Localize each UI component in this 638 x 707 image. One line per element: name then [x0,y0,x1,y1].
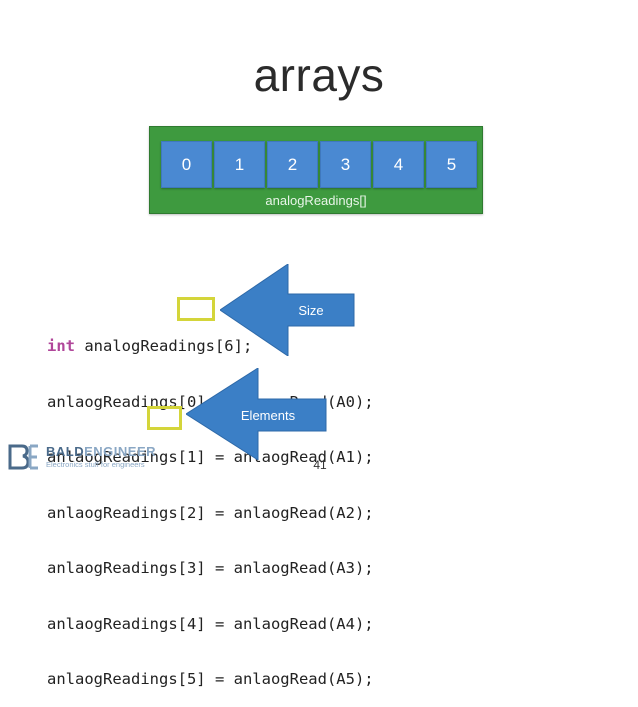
code-line-6: anlaogReadings[5] = anlaogRead(A5); [47,670,374,688]
code-line-2: anlaogReadings[1] = anlaogRead(A1); [47,448,374,466]
code-line-4: anlaogReadings[3] = anlaogRead(A3); [47,559,374,577]
baldengineer-logo-icon [8,443,40,471]
brand-bold: BALD [46,444,85,459]
brand-name: BALDENGINEER [46,444,156,459]
array-cell-5: 5 [426,141,477,188]
array-cell-4: 4 [373,141,424,188]
code-line-5: anlaogReadings[4] = anlaogRead(A4); [47,614,374,633]
code-line-0-text: analogReadings[6]; [75,337,253,355]
array-cell-0: 0 [161,141,212,188]
index-highlight-box [147,406,182,430]
code-block: int analogReadings[6]; anlaogReadings[0]… [47,300,374,707]
elements-arrow-label: Elements [241,408,296,423]
array-cell-2: 2 [267,141,318,188]
code-line-0: int analogReadings[6]; [47,337,374,356]
code-keyword: int [47,337,75,355]
code-line-3: anlaogReadings[2] = anlaogRead(A2); [47,503,374,522]
elements-arrow: Elements [186,368,327,460]
page-number: 41 [313,458,327,472]
size-arrow: Size [220,264,355,356]
array-diagram: 0 1 2 3 4 5 analogReadings[] [149,126,483,214]
array-cell-1: 1 [214,141,265,188]
brand-light: ENGINEER [84,444,157,459]
array-label: analogReadings[] [265,193,367,208]
brand-tagline: Electronics stuff for engineers [46,460,145,469]
size-highlight-box [177,297,215,321]
array-cell-3: 3 [320,141,371,188]
slide-title: arrays [253,49,385,101]
size-arrow-label: Size [298,303,323,318]
